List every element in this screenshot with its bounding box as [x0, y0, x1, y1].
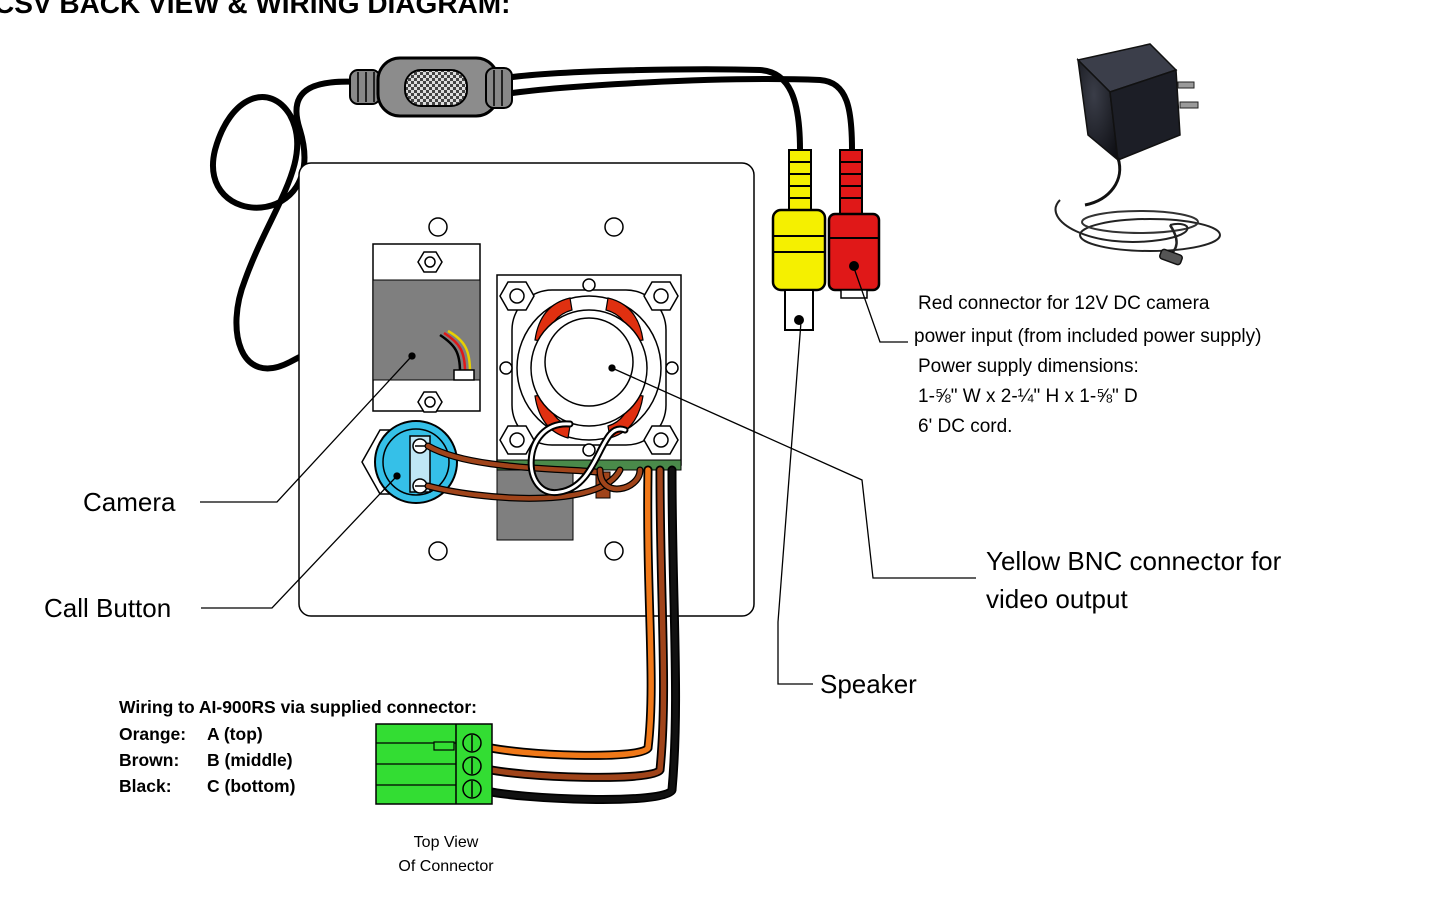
- cable-inline-block: [349, 56, 513, 118]
- bnc-label-line2: video output: [986, 584, 1128, 614]
- power-note-2: power input (from included power supply): [914, 326, 1261, 347]
- wiring-row-brown-pin: B (middle): [207, 750, 293, 770]
- speaker: [496, 274, 682, 541]
- terminal-connector: [375, 723, 493, 805]
- wiring-row-orange-color: Orange:: [119, 724, 186, 744]
- wiring-row-orange-pin: A (top): [207, 724, 263, 744]
- wiring-row-black-pin: C (bottom): [207, 776, 295, 796]
- bnc-label-line1: Yellow BNC connector for: [986, 546, 1282, 576]
- camera-label: Camera: [83, 487, 176, 517]
- power-note-1: Red connector for 12V DC camera: [918, 293, 1210, 314]
- power-note-5: 6' DC cord.: [918, 416, 1012, 437]
- speaker-label: Speaker: [820, 669, 917, 699]
- connector-caption-line2: Of Connector: [398, 858, 494, 875]
- wiring-heading: Wiring to AI-900RS via supplied connecto…: [119, 697, 477, 717]
- power-note-3: Power supply dimensions:: [918, 356, 1139, 377]
- internal-wires: [424, 420, 644, 502]
- red-power-connector: [827, 149, 881, 299]
- power-note-4: 1-⅝" W x 2-¼" H x 1-⅝" D: [918, 386, 1138, 407]
- output-cable: [477, 465, 681, 804]
- page-title: CSV BACK VIEW & WIRING DIAGRAM:: [0, 0, 510, 19]
- power-adapter-image: [1054, 43, 1221, 266]
- camera-module: [372, 243, 481, 413]
- yellow-bnc-connector: [771, 149, 827, 331]
- mounting-holes: [428, 217, 624, 561]
- camera-cable: [210, 66, 855, 372]
- leader-lines: [200, 267, 976, 685]
- call-button-label: Call Button: [44, 593, 171, 623]
- call-button: [361, 420, 458, 504]
- wiring-row-black-color: Black:: [119, 776, 172, 796]
- connector-caption-line1: Top View: [414, 834, 479, 851]
- wiring-row-brown-color: Brown:: [119, 750, 179, 770]
